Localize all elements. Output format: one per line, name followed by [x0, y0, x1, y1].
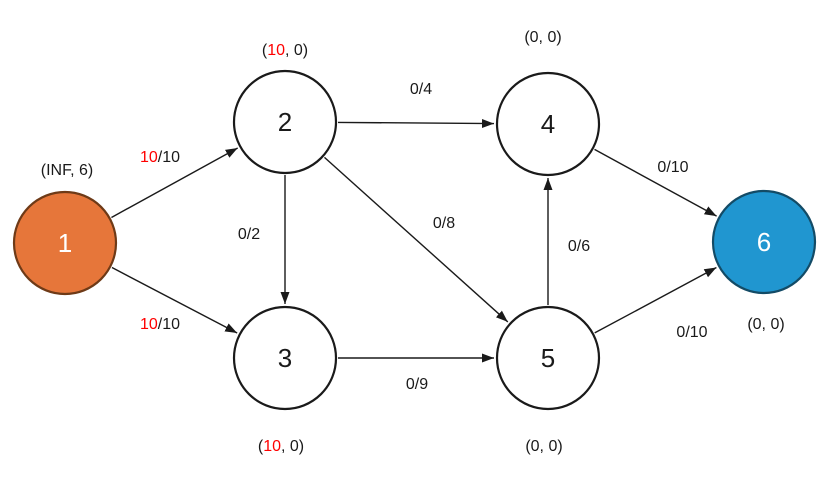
node-1-annotation: (INF, 6): [41, 162, 93, 179]
node-5-annotation: (0, 0): [525, 438, 562, 455]
node-2-label: 2: [278, 107, 292, 137]
edge-1-3: [111, 266, 238, 334]
edge-2-4: [337, 118, 495, 128]
node-3-annotation: (10, 0): [258, 438, 304, 455]
labels-layer: 10/10 10/10 0/4 0/2 0/8 0/9 0/6 0/10 0/10 (INF, 6…: [41, 29, 785, 455]
edge-2-4-label: 0/4: [410, 81, 432, 98]
edge-2-3-label: 0/2: [238, 226, 260, 243]
edges-layer: [111, 118, 717, 363]
edge-4-6-label: 0/10: [657, 159, 688, 176]
node-3-label: 3: [278, 343, 292, 373]
edge-1-2-label: 10/10: [140, 149, 180, 166]
node-4-annotation: (0, 0): [524, 29, 561, 46]
edge-5-6: [594, 266, 717, 334]
node-4: [495, 71, 601, 177]
edge-2-5-label: 0/8: [433, 215, 455, 232]
edge-1-2: [111, 147, 239, 219]
node-5: [495, 305, 601, 411]
nodes-layer: 1 2 3 4 5 6: [12, 69, 817, 411]
node-6: [711, 189, 817, 295]
node-6-label: 6: [757, 227, 771, 257]
edge-5-6-label: 0/10: [676, 324, 707, 341]
node-3: [232, 305, 338, 411]
edge-4-6: [594, 148, 717, 217]
node-1-label: 1: [58, 228, 72, 258]
node-5-label: 5: [541, 343, 555, 373]
node-6-annotation: (0, 0): [747, 316, 784, 333]
node-2: [232, 69, 338, 175]
edge-2-5: [323, 156, 509, 323]
node-1: [12, 190, 118, 296]
edge-3-5-label: 0/9: [406, 376, 428, 393]
node-2-annotation: (10, 0): [262, 42, 308, 59]
edge-5-4-label: 0/6: [568, 238, 590, 255]
node-4-label: 4: [541, 109, 555, 139]
edge-1-3-label: 10/10: [140, 316, 180, 333]
